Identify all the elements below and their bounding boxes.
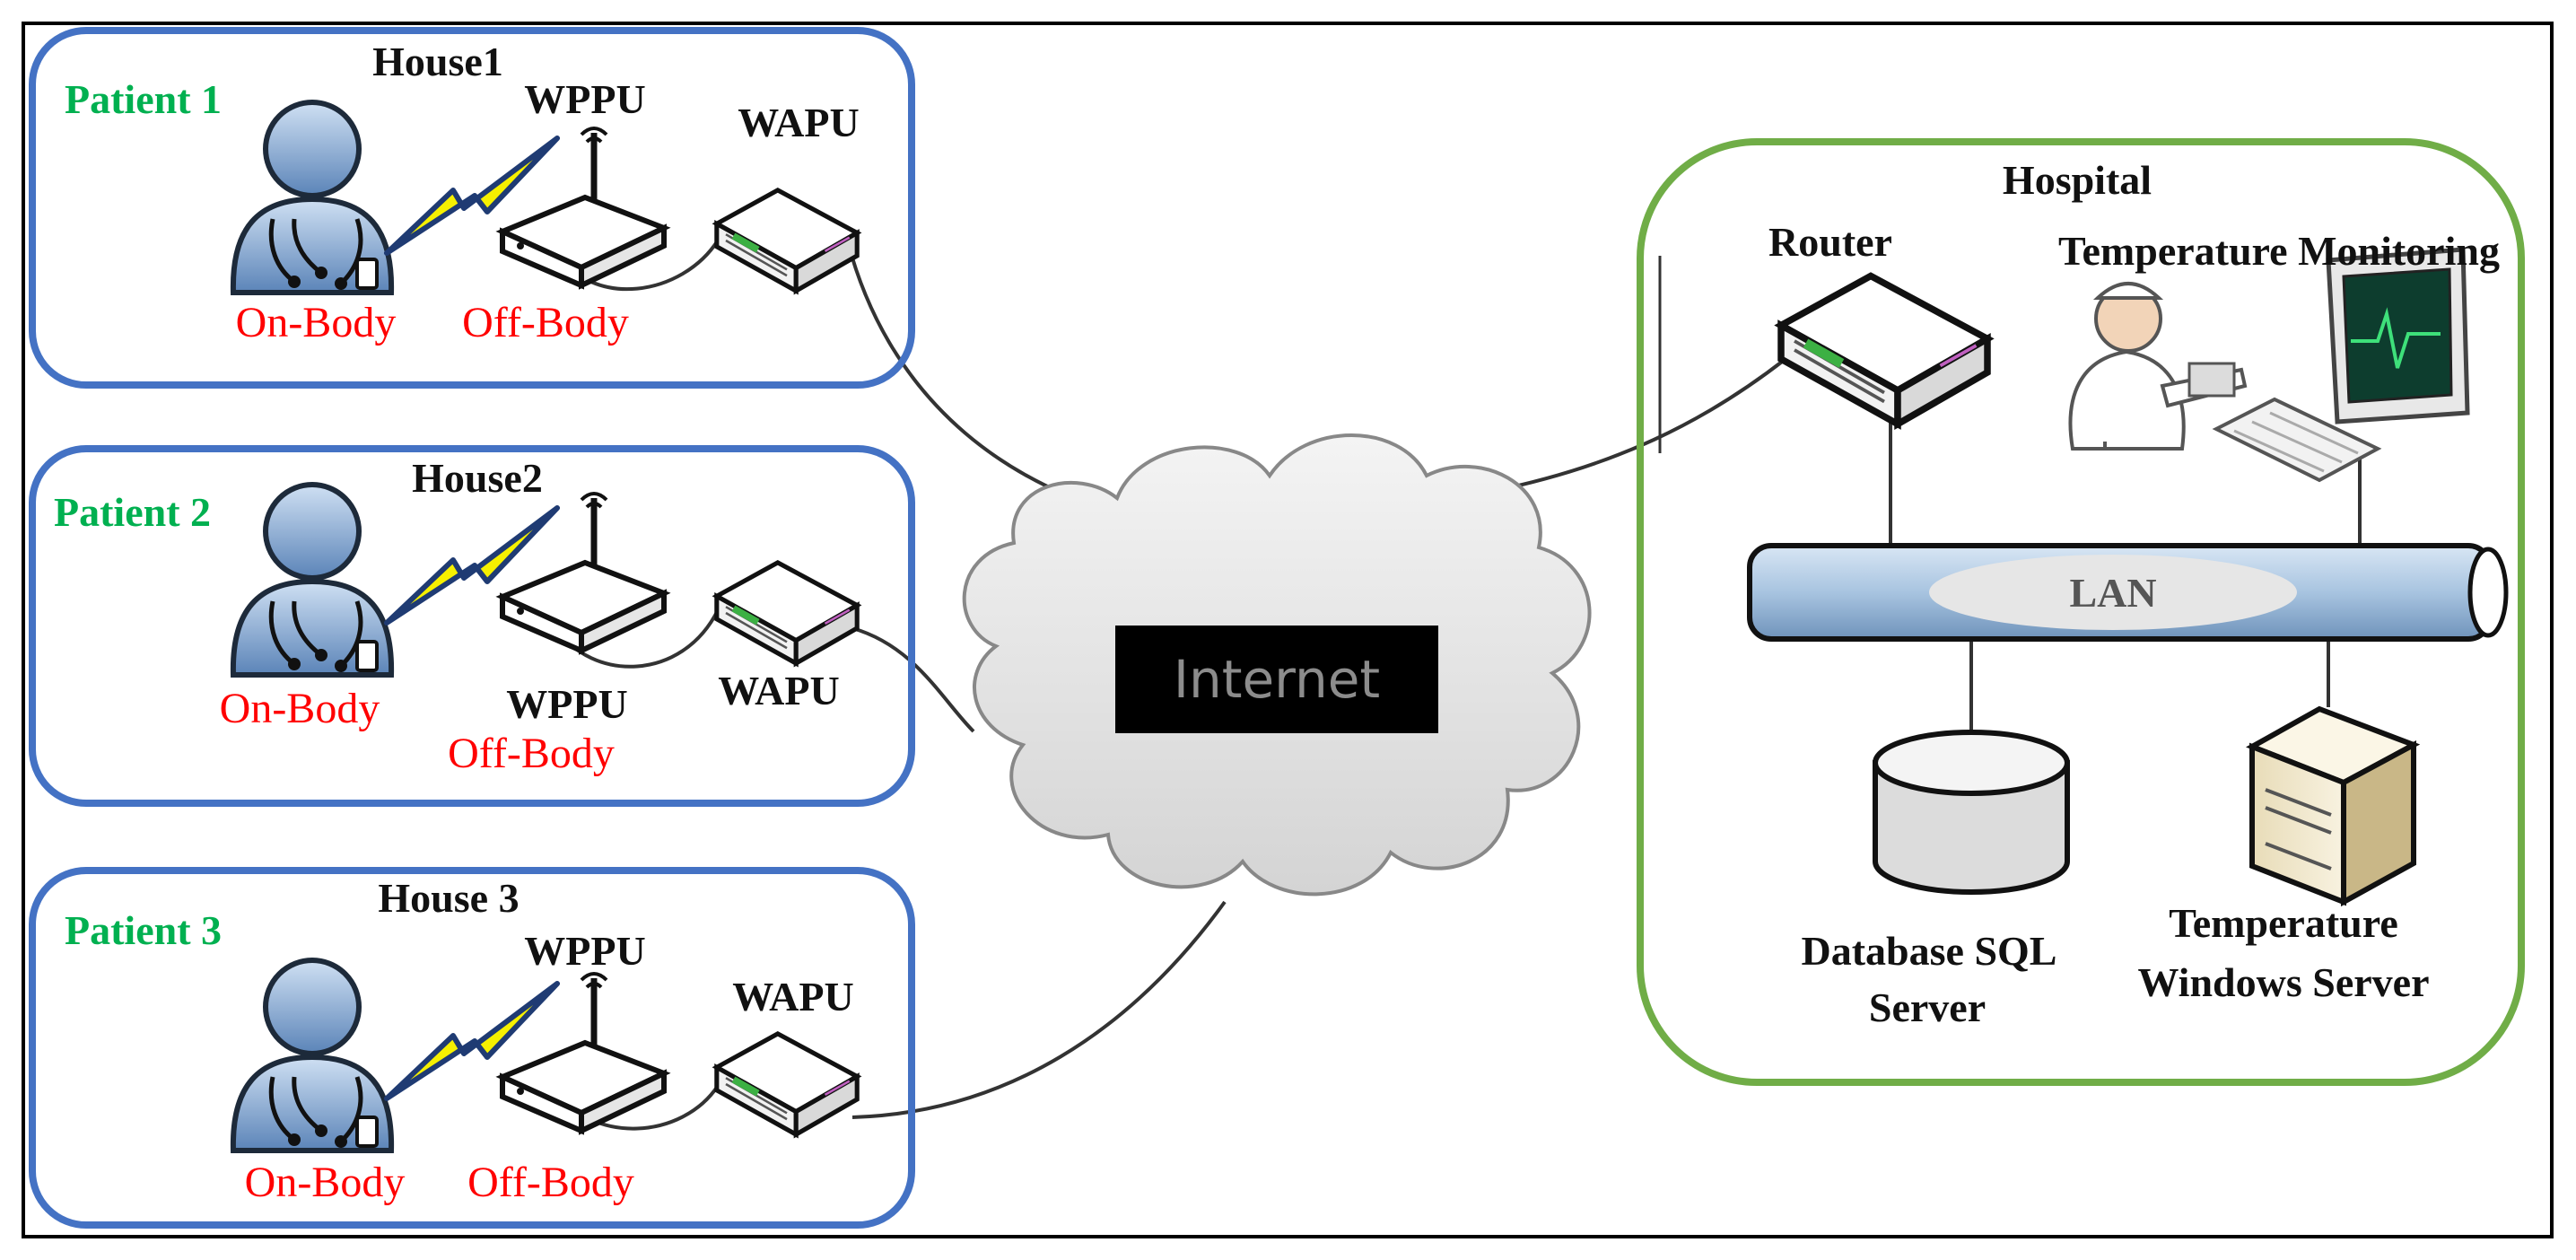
house1-wapu-label: WAPU xyxy=(738,100,859,145)
nurse-icon xyxy=(2068,282,2248,451)
database-icon xyxy=(1873,730,2070,895)
house3-wppu-label: WPPU xyxy=(524,928,645,974)
internet-label: Internet xyxy=(1174,649,1380,710)
hospital-box xyxy=(1637,138,2525,1086)
lan-label: LAN xyxy=(2069,570,2156,616)
house2-box xyxy=(29,445,915,807)
house3-off-body-label: Off-Body xyxy=(467,1159,634,1206)
internet-label-box xyxy=(1115,626,1438,733)
wireless-access-point-icon xyxy=(502,974,664,1131)
house1-off-body-label: Off-Body xyxy=(462,299,629,346)
outer-frame xyxy=(22,22,2554,1238)
server-tower-icon xyxy=(2246,705,2421,907)
house2-group xyxy=(233,485,857,675)
house2-off-body-label: Off-Body xyxy=(448,730,615,777)
database-label-line1: Database SQL xyxy=(1802,928,2057,974)
database-label-line2: Server xyxy=(1869,984,1986,1030)
server-label-line1: Temperature xyxy=(2169,900,2398,946)
house1-patient-label: Patient 1 xyxy=(65,76,222,122)
house3-wapu-label: WAPU xyxy=(732,974,853,1019)
cable-house2-internet xyxy=(851,626,975,733)
house2-wppu-label: WPPU xyxy=(506,681,627,727)
house2-patient-label: Patient 2 xyxy=(54,489,211,535)
server-label-line2: Windows Server xyxy=(2138,959,2430,1005)
router-icon xyxy=(1781,276,1987,424)
person-icon xyxy=(233,960,391,1151)
house3-box xyxy=(29,867,915,1229)
house2-title: House2 xyxy=(412,455,543,501)
person-icon xyxy=(233,102,391,293)
computer-monitor-icon xyxy=(2212,247,2470,483)
router-label: Router xyxy=(1768,219,1892,265)
house1-box xyxy=(29,27,915,389)
house1-on-body-label: On-Body xyxy=(236,299,397,346)
person-icon xyxy=(233,485,391,675)
cable-internet-router xyxy=(1489,357,1787,494)
house1-title: House1 xyxy=(372,39,503,84)
house2-on-body-label: On-Body xyxy=(220,685,380,732)
hospital-title: Hospital xyxy=(2003,157,2152,203)
lan-pipe xyxy=(1747,543,2509,642)
wireless-access-point-icon xyxy=(502,128,664,285)
house2-wapu-label: WAPU xyxy=(718,668,839,713)
wireless-access-point-icon xyxy=(502,494,664,651)
house3-title: House 3 xyxy=(378,875,519,921)
network-switch-icon xyxy=(717,1034,857,1134)
house3-patient-label: Patient 3 xyxy=(65,907,222,953)
monitoring-label: Temperature Monitoring xyxy=(2058,228,2500,274)
house1-wppu-label: WPPU xyxy=(524,76,645,122)
network-switch-icon xyxy=(717,563,857,663)
house3-on-body-label: On-Body xyxy=(245,1159,406,1206)
lan-label-ellipse xyxy=(1929,555,2297,630)
network-switch-icon xyxy=(717,190,857,291)
